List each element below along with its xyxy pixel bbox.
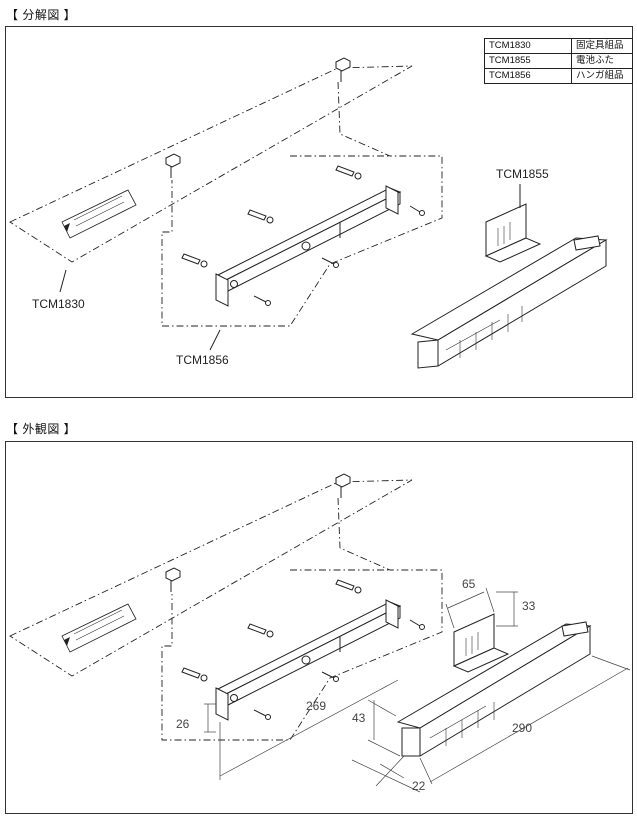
anchor-icon	[181, 667, 208, 682]
label-tcm1856: TCM1856	[176, 353, 229, 367]
clip-icon	[165, 567, 181, 592]
exterior-view-frame	[5, 441, 633, 814]
anchor-icon	[335, 579, 362, 594]
clip-icon	[335, 57, 351, 82]
dimension-cover-height: 33	[496, 591, 536, 627]
dim-label-unit-height: 43	[352, 711, 366, 725]
wall-plate-outline	[9, 473, 413, 677]
part-code: TCM1856	[484, 68, 572, 84]
dim-label-hanger-length: 269	[306, 699, 326, 713]
hanger-bar	[215, 599, 402, 721]
dimension-unit-depth: 22	[351, 755, 426, 793]
remote-unit	[396, 621, 592, 757]
screw-icon	[253, 709, 271, 720]
part-name: ハンガ組品	[571, 68, 633, 84]
dim-label-unit-length: 290	[512, 721, 532, 735]
clip-icon	[165, 153, 181, 178]
exterior-view-title: 【 外観図 】	[6, 422, 77, 436]
dimension-hanger-height: 26	[176, 703, 216, 733]
anchor-icon	[247, 209, 274, 224]
label-tcm1830: TCM1830	[32, 297, 85, 311]
dimension-unit-length: 290	[419, 655, 631, 785]
screw-icon	[321, 257, 339, 268]
battery-cover	[452, 613, 510, 673]
anchor-icon	[335, 165, 362, 180]
screw-icon	[253, 295, 271, 306]
dimension-hanger-length: 269	[219, 679, 399, 780]
anchor-icon	[181, 253, 208, 268]
dim-label-hanger-height: 26	[176, 717, 190, 731]
exploded-view-title: 【 分解図 】	[6, 8, 77, 22]
hanger-assembly-outline	[161, 81, 443, 327]
screw-icon	[409, 205, 425, 216]
remote-unit	[410, 235, 608, 369]
anchor-icon	[247, 623, 274, 638]
exploded-view-frame	[5, 26, 633, 398]
leader-line	[209, 329, 221, 351]
parts-table-row: TCM1856 ハンガ組品	[484, 68, 633, 84]
parts-table: TCM1830 固定具組品 TCM1855 電池ふた TCM1856 ハンガ組品	[484, 38, 633, 84]
screw-icon	[409, 619, 425, 630]
dim-label-cover-width: 65	[462, 577, 476, 591]
battery-cover-tcm1855	[484, 203, 542, 263]
dim-label-cover-height: 33	[522, 599, 536, 613]
wall-plate-tcm1830	[9, 57, 413, 263]
clip-icon	[335, 473, 351, 498]
leader-line	[59, 269, 67, 293]
hanger-bar	[215, 185, 402, 307]
label-tcm1855: TCM1855	[496, 167, 549, 181]
screw-icon	[321, 671, 339, 682]
dimension-cover-width: 65	[445, 577, 495, 629]
dim-label-unit-depth: 22	[412, 779, 426, 793]
dimension-unit-height: 43	[352, 699, 401, 757]
